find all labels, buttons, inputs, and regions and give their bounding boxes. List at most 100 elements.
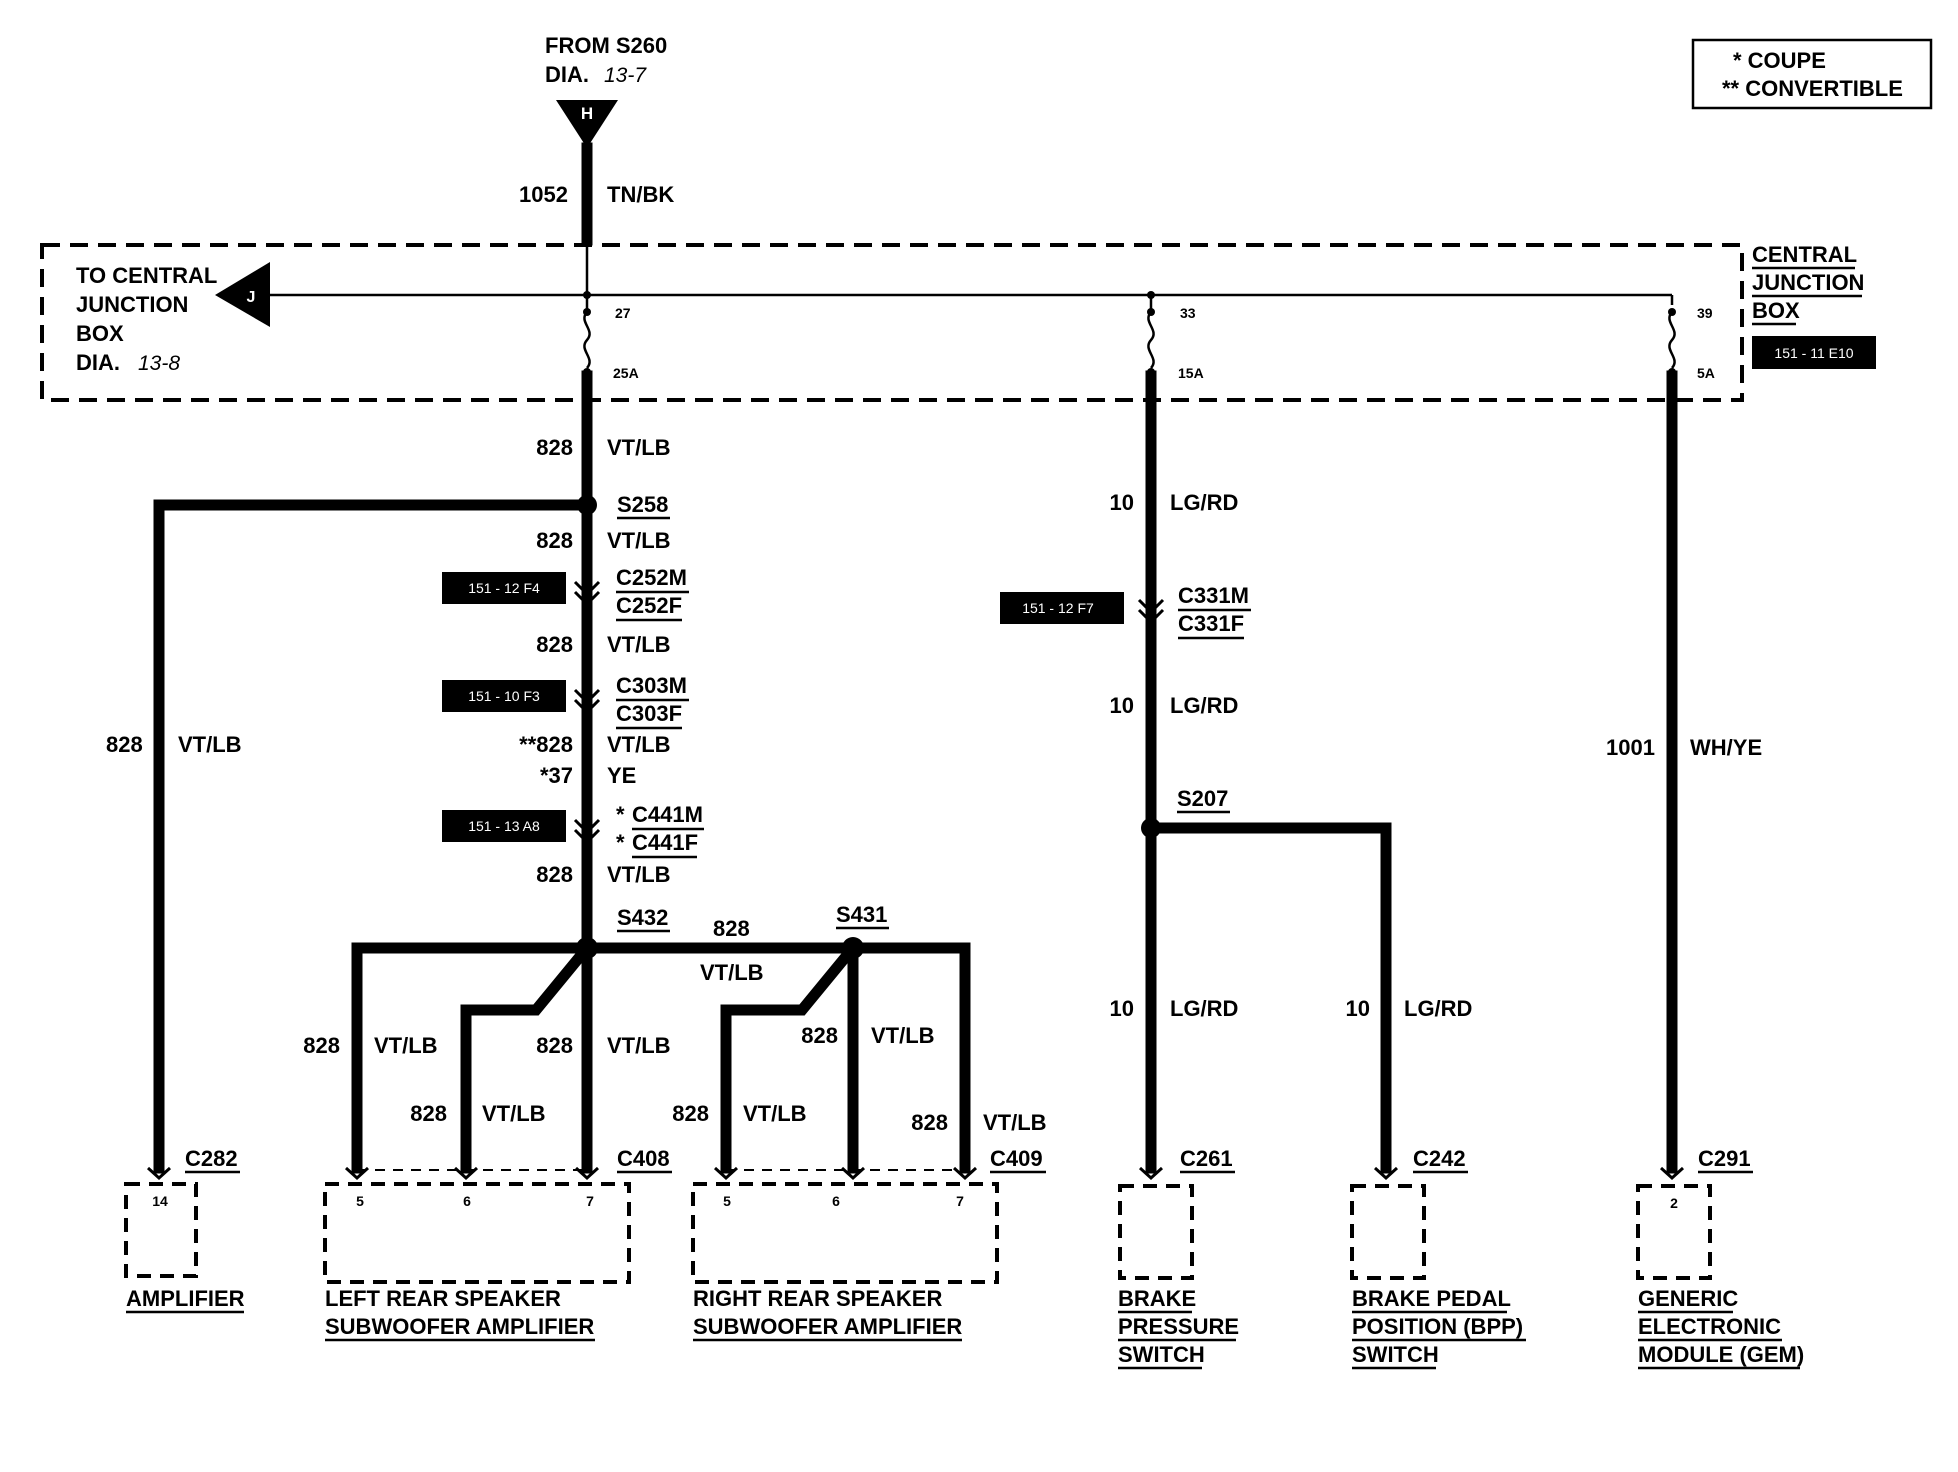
cjb-title-1: CENTRAL [1752, 242, 1857, 267]
left-sub-pin6: 6 [463, 1193, 471, 1209]
lr-5-color: VT/LB [374, 1033, 438, 1058]
c282-label: C282 [185, 1146, 238, 1171]
amplifier-pin: 14 [152, 1193, 168, 1209]
gem-name-1: GENERIC [1638, 1286, 1738, 1311]
c441-location-tag [442, 810, 566, 842]
w3-color: VT/LB [607, 632, 671, 657]
c409-label: C409 [990, 1146, 1043, 1171]
legend-coupe: * COUPE [1733, 48, 1826, 73]
fuse-33 [1147, 291, 1155, 376]
c441-location-text: 151 - 13 A8 [468, 818, 540, 834]
lr-6-color: VT/LB [482, 1101, 546, 1126]
fuse-39-number: 39 [1697, 305, 1713, 321]
c252-connector-symbol [573, 580, 601, 607]
w4a-color: VT/LB [607, 732, 671, 757]
c331-connector-symbol [1137, 598, 1165, 625]
w2-circuit: 828 [536, 528, 573, 553]
cjb-ref-dia: DIA. [76, 350, 120, 375]
w4b-circuit: *37 [540, 763, 573, 788]
cjb-ref-to: TO CENTRAL [76, 263, 217, 288]
bridge-color: VT/LB [700, 960, 764, 985]
rr-5-color: VT/LB [743, 1101, 807, 1126]
gem-box [1636, 1184, 1712, 1280]
mid-w3-color: LG/RD [1170, 996, 1238, 1021]
c441-star-1: * [616, 802, 625, 827]
bpp-name-3: SWITCH [1352, 1342, 1439, 1367]
source-dia-ref: 13-7 [604, 64, 647, 87]
w1-circuit: 828 [536, 435, 573, 460]
right-w1-circuit: 1001 [1606, 735, 1655, 760]
w5-circuit: 828 [536, 862, 573, 887]
amp-wire-color: VT/LB [178, 732, 242, 757]
right-sub-name-1: RIGHT REAR SPEAKER [693, 1286, 942, 1311]
lr-6-circuit: 828 [410, 1101, 447, 1126]
left-sub-name-2: SUBWOOFER AMPLIFIER [325, 1314, 594, 1339]
lr-5-circuit: 828 [303, 1033, 340, 1058]
wire-lr-pin6 [460, 940, 595, 1174]
s431-label: S431 [836, 902, 887, 927]
c441-connector-symbol [573, 818, 601, 845]
c252-female: C252F [616, 593, 682, 618]
left-sub-name-1: LEFT REAR SPEAKER [325, 1286, 561, 1311]
gem-pin: 2 [1670, 1195, 1678, 1211]
bridge-circuit: 828 [713, 916, 750, 941]
cjb-location-text: 151 - 11 E10 [1774, 345, 1853, 361]
right-sub-pin5: 5 [723, 1193, 731, 1209]
left-sub-pin7: 7 [586, 1193, 594, 1209]
c261-label: C261 [1180, 1146, 1233, 1171]
fuse-33-number: 33 [1180, 305, 1196, 321]
cjb-title-2: JUNCTION [1752, 270, 1864, 295]
c303-female: C303F [616, 701, 682, 726]
wire-rr-pin5 [720, 940, 861, 1174]
wire-1052-color: TN/BK [607, 182, 674, 207]
cjb-title-3: BOX [1752, 298, 1800, 323]
mid-w4-circuit: 10 [1346, 996, 1370, 1021]
left-sub-pin5: 5 [356, 1193, 364, 1209]
c331-male: C331M [1178, 583, 1249, 608]
legend-box [1691, 38, 1933, 110]
w1-color: VT/LB [607, 435, 671, 460]
mid-w1-circuit: 10 [1110, 490, 1134, 515]
c408-label: C408 [617, 1146, 670, 1171]
mid-w1-color: LG/RD [1170, 490, 1238, 515]
right-w1-color: WH/YE [1690, 735, 1762, 760]
fuse-33-amps: 15A [1178, 365, 1204, 381]
mid-w3-circuit: 10 [1110, 996, 1134, 1021]
right-sub-pin7: 7 [956, 1193, 964, 1209]
source-from: FROM S260 [545, 33, 667, 58]
amp-wire-circuit: 828 [106, 732, 143, 757]
c303-location-tag [442, 680, 566, 712]
brake-pressure-name-2: PRESSURE [1118, 1314, 1239, 1339]
fuse-27-number: 27 [615, 305, 631, 321]
c441-male: C441M [632, 802, 703, 827]
c303-male: C303M [616, 673, 687, 698]
w4a-circuit: **828 [519, 732, 573, 757]
rr-7-color: VT/LB [983, 1110, 1047, 1135]
connector-j-symbol [215, 262, 270, 327]
brake-pressure-name-3: SWITCH [1118, 1342, 1205, 1367]
s258-label: S258 [617, 492, 668, 517]
c331-female: C331F [1178, 611, 1244, 636]
splice-s432 [576, 937, 598, 959]
c331-location-text: 151 - 12 F7 [1022, 600, 1094, 616]
cjb-location-tag [1752, 336, 1876, 369]
bpp-name-1: BRAKE PEDAL [1352, 1286, 1511, 1311]
connector-j-label: J [247, 289, 256, 306]
splice-s207 [1141, 818, 1161, 838]
rr-7-circuit: 828 [911, 1110, 948, 1135]
source-dia: DIA. [545, 62, 589, 87]
c441-star-2: * [616, 830, 625, 855]
w3-circuit: 828 [536, 632, 573, 657]
right-sub-pin6: 6 [832, 1193, 840, 1209]
legend-convertible: ** CONVERTIBLE [1722, 76, 1903, 101]
lr-7-circuit: 828 [536, 1033, 573, 1058]
fuse-39 [1668, 308, 1676, 376]
splice-s431 [842, 937, 864, 959]
rr-6-circuit: 828 [801, 1023, 838, 1048]
right-sub-name-2: SUBWOOFER AMPLIFIER [693, 1314, 962, 1339]
c331-location-tag [1000, 592, 1124, 624]
c252-male: C252M [616, 565, 687, 590]
brake-pressure-name-1: BRAKE [1118, 1286, 1196, 1311]
